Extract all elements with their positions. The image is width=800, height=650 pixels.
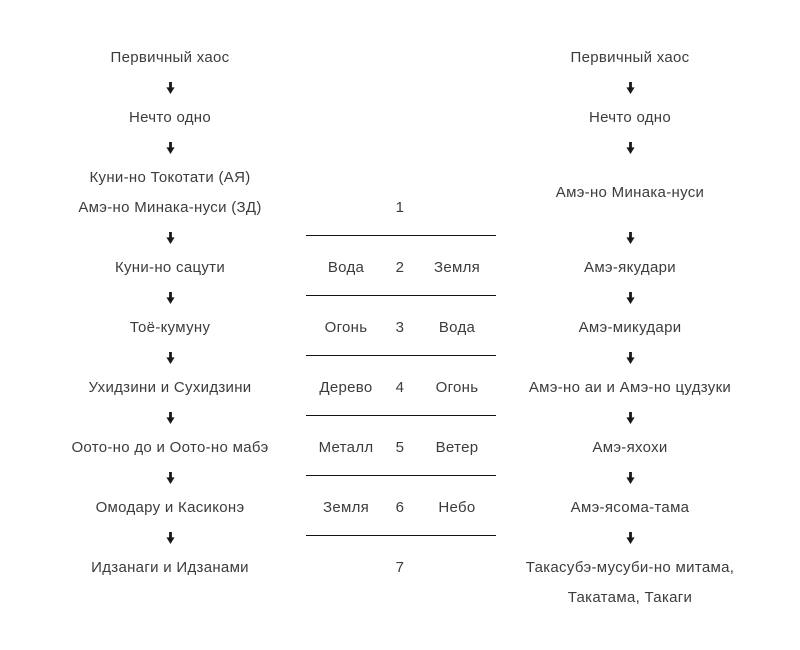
chain-node: Идзанаги и Идзанами [91, 559, 249, 576]
element-cell-right: Огонь [435, 379, 479, 396]
chain-node: Амэ-яхохи [592, 439, 668, 456]
chain-node: Первичный хаос [110, 49, 230, 66]
down-arrow-icon [165, 232, 175, 244]
table-rule [306, 234, 496, 236]
chain-node: Тоё-кумуну [129, 319, 211, 336]
chain-node: Амэ-но Минака-нуси [555, 184, 705, 201]
table-rule [306, 294, 496, 296]
chain-node: Куни-но сацути [114, 259, 226, 276]
chain-node: Такатама, Такаги [567, 589, 693, 606]
element-cell-left: Дерево [319, 379, 373, 396]
down-arrow-icon [165, 142, 175, 154]
stage-number: 4 [395, 379, 405, 396]
table-rule [306, 474, 496, 476]
stage-number: 1 [395, 199, 405, 216]
element-cell-left: Металл [318, 439, 374, 456]
down-arrow-icon [625, 292, 635, 304]
down-arrow-icon [625, 142, 635, 154]
chain-node: Куни-но Токотати (АЯ) [89, 169, 251, 186]
element-cell-left: Вода [327, 259, 365, 276]
chain-node: Амэ-но Минака-нуси (ЗД) [78, 199, 262, 216]
table-rule [306, 414, 496, 416]
stage-number: 7 [395, 559, 405, 576]
stage-number: 2 [395, 259, 405, 276]
table-rule [306, 354, 496, 356]
element-cell-left: Земля [322, 499, 370, 516]
chain-node: Первичный хаос [570, 49, 690, 66]
chain-node: Амэ-микудари [578, 319, 682, 336]
chain-node: Ухидзини и Сухидзини [88, 379, 252, 396]
stage-number: 5 [395, 439, 405, 456]
down-arrow-icon [165, 472, 175, 484]
down-arrow-icon [625, 472, 635, 484]
down-arrow-icon [625, 412, 635, 424]
stage-number: 3 [395, 319, 405, 336]
down-arrow-icon [625, 82, 635, 94]
down-arrow-icon [625, 352, 635, 364]
chain-node: Амэ-ясома-тама [570, 499, 690, 516]
down-arrow-icon [165, 412, 175, 424]
chain-node: Амэ-якудари [584, 259, 676, 276]
down-arrow-icon [625, 232, 635, 244]
element-cell-right: Земля [433, 259, 481, 276]
down-arrow-icon [165, 532, 175, 544]
chain-node: Оото-но до и Оото-но мабэ [71, 439, 269, 456]
down-arrow-icon [625, 532, 635, 544]
table-rule [306, 534, 496, 536]
element-cell-right: Небо [438, 499, 476, 516]
element-cell-left: Огонь [324, 319, 368, 336]
stage-number: 6 [395, 499, 405, 516]
element-cell-right: Вода [438, 319, 476, 336]
chain-node: Омодару и Касиконэ [95, 499, 245, 516]
chain-node: Амэ-но аи и Амэ-но цудзуки [528, 379, 732, 396]
element-cell-right: Ветер [435, 439, 479, 456]
down-arrow-icon [165, 352, 175, 364]
down-arrow-icon [165, 82, 175, 94]
chain-node: Нечто одно [128, 109, 212, 126]
chain-node: Такасубэ-мусуби-но митама, [525, 559, 735, 576]
down-arrow-icon [165, 292, 175, 304]
chain-node: Нечто одно [588, 109, 672, 126]
